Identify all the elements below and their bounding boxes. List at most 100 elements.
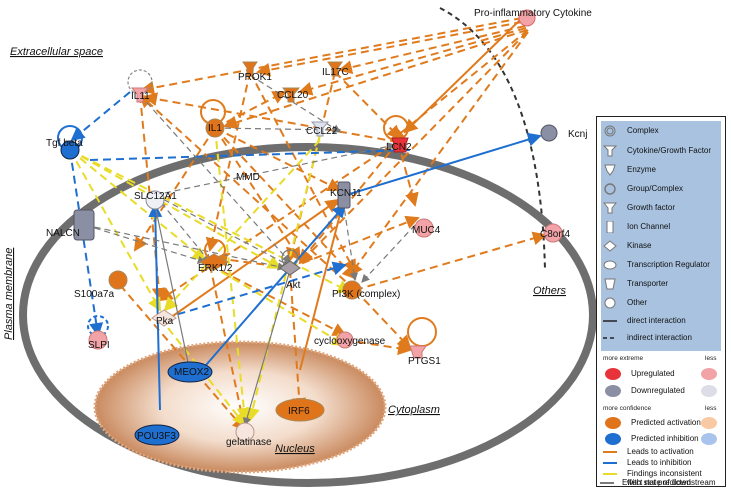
node-erk12[interactable] bbox=[198, 253, 230, 271]
edge bbox=[397, 141, 419, 207]
ion-channel-icon bbox=[606, 221, 614, 233]
group-complex-icon bbox=[604, 183, 616, 195]
edge bbox=[338, 25, 526, 75]
self-loop bbox=[407, 317, 437, 347]
label-slc12a1: SLC12A1 bbox=[134, 191, 177, 202]
region-plasma-membrane-label: Plasma membrane bbox=[3, 248, 15, 340]
edge bbox=[361, 224, 416, 283]
growth-factor-icon bbox=[603, 202, 617, 214]
inconsistent-line-icon bbox=[603, 473, 617, 475]
edge bbox=[342, 132, 542, 197]
edge bbox=[214, 127, 251, 422]
node-kcnj[interactable] bbox=[540, 124, 558, 142]
direct-line-icon bbox=[603, 320, 617, 322]
indirect-line-icon bbox=[603, 337, 617, 339]
label-erk12: ERK1/2 bbox=[198, 263, 233, 274]
label-irf6: IRF6 bbox=[288, 406, 310, 417]
legend-ion-channel: Ion Channel bbox=[627, 222, 671, 231]
legend-effect-not-predicted: Effect not predicted bbox=[622, 478, 691, 487]
node-pi3k[interactable] bbox=[342, 280, 362, 300]
transporter-icon bbox=[604, 278, 616, 290]
edge bbox=[154, 142, 397, 196]
edge bbox=[140, 17, 523, 95]
legend-shapes-panel bbox=[601, 121, 721, 351]
label-c8orf4: C8orf4 bbox=[540, 229, 570, 240]
edge bbox=[289, 269, 307, 412]
pred-inhibition-light-swatch bbox=[701, 433, 717, 445]
edge bbox=[164, 261, 347, 319]
node-lcn2[interactable] bbox=[391, 137, 409, 153]
legend-indirect: indirect interaction bbox=[627, 333, 692, 342]
edge bbox=[69, 149, 207, 262]
node-irf6[interactable] bbox=[275, 398, 325, 422]
node-pou3f3[interactable] bbox=[134, 424, 180, 446]
nodes[interactable]: Pro-inflammatory Cytokine PROK1 IL17C IL… bbox=[46, 8, 592, 448]
legend-kinase: Kinase bbox=[627, 241, 652, 250]
edge bbox=[214, 127, 357, 280]
edge bbox=[138, 93, 356, 291]
legend-group-complex: Group/Complex bbox=[627, 184, 684, 193]
label-kcnj: Kcnj bbox=[568, 129, 587, 140]
node-s100a7a[interactable] bbox=[108, 270, 128, 290]
node-slc12a1[interactable] bbox=[145, 190, 165, 210]
edge bbox=[89, 149, 411, 161]
kinase-icon bbox=[603, 240, 617, 252]
label-il1: IL1 bbox=[208, 123, 222, 134]
legend-effect-row: Effect not predicted bbox=[600, 478, 691, 487]
inhibition-line-icon bbox=[603, 462, 617, 464]
enzyme-icon bbox=[604, 164, 616, 176]
label-muc4: MUC4 bbox=[412, 225, 441, 236]
legend-more-confidence: more confidence bbox=[603, 405, 652, 412]
node-nalcn[interactable] bbox=[73, 209, 95, 241]
edge bbox=[139, 94, 291, 263]
node-il1[interactable] bbox=[205, 118, 225, 138]
node-meox2[interactable] bbox=[167, 361, 213, 383]
legend-growth-factor: Growth factor bbox=[627, 203, 676, 212]
edge bbox=[69, 149, 104, 337]
node-muc4[interactable] bbox=[414, 218, 434, 238]
edge bbox=[84, 224, 287, 271]
node-pro-inflammatory-cytokine[interactable] bbox=[518, 9, 536, 27]
downregulated-light-swatch bbox=[701, 385, 717, 397]
label-akt: Akt bbox=[286, 280, 301, 291]
node-ptgs1[interactable] bbox=[409, 345, 427, 359]
edge bbox=[256, 21, 523, 77]
legend-more-extreme: more extreme bbox=[603, 355, 644, 362]
node-pka[interactable] bbox=[151, 309, 177, 327]
edge bbox=[299, 193, 349, 371]
other-icon bbox=[604, 297, 616, 309]
node-tgf-beta[interactable] bbox=[60, 140, 80, 160]
label-mmd: MMD bbox=[236, 172, 260, 183]
label-tgf-beta: Tgf beta bbox=[46, 138, 83, 149]
edge bbox=[223, 29, 528, 130]
node-cyclooxygenase[interactable] bbox=[336, 331, 354, 349]
node-il11[interactable] bbox=[130, 87, 150, 103]
legend-transcription-regulator: Transcription Regulator bbox=[627, 260, 710, 269]
edge bbox=[214, 91, 287, 129]
label-meox2: MEOX2 bbox=[174, 367, 209, 378]
edge bbox=[209, 264, 250, 432]
edge bbox=[246, 134, 321, 422]
label-ccl22: CCL22 bbox=[306, 126, 338, 137]
edge bbox=[334, 71, 402, 140]
region-nucleus-label: Nucleus bbox=[275, 443, 315, 455]
label-kcnj1: KCNJ1 bbox=[330, 188, 362, 199]
node-gelatinase[interactable] bbox=[235, 422, 255, 442]
legend-findings-2: with state of downstream bbox=[627, 478, 716, 487]
node-ccl22[interactable] bbox=[310, 121, 330, 137]
edge bbox=[154, 194, 211, 263]
label-pi3k: PI3K (complex) bbox=[332, 289, 400, 300]
edge bbox=[69, 149, 282, 269]
region-cytoplasm-label: Cytoplasm bbox=[388, 404, 440, 416]
label-lcn2: LCN2 bbox=[386, 142, 412, 153]
node-prok1[interactable] bbox=[242, 61, 258, 77]
node-c8orf4[interactable] bbox=[543, 223, 563, 243]
edge bbox=[354, 289, 412, 350]
node-kcnj1[interactable] bbox=[337, 181, 351, 209]
edge bbox=[154, 194, 292, 267]
node-ccl20[interactable] bbox=[281, 87, 301, 103]
node-akt[interactable] bbox=[279, 260, 301, 276]
node-slpi[interactable] bbox=[88, 330, 108, 350]
node-il17c[interactable] bbox=[327, 61, 343, 77]
legend-leads-activation: Leads to activation bbox=[627, 447, 694, 456]
